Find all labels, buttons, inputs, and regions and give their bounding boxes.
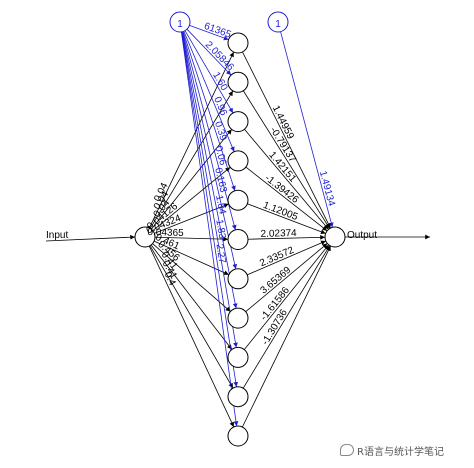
bias-node-label: 1 xyxy=(177,19,183,30)
input-node xyxy=(134,226,156,248)
edge-input-hidden-8 xyxy=(152,243,231,312)
edge-hidden-output-2 xyxy=(242,90,331,229)
edge-bias-hidden-3 xyxy=(184,30,234,114)
network-nodes xyxy=(134,11,346,447)
output-bias-weight-label: 1.49134 xyxy=(317,170,337,208)
edge-input-hidden-4 xyxy=(152,166,231,231)
hidden-node-2 xyxy=(227,71,249,93)
io-arrows xyxy=(45,234,430,242)
edge-hidden-output-4 xyxy=(245,166,328,232)
watermark: R语言与统计学笔记 xyxy=(340,443,444,458)
edge-hidden-output-5 xyxy=(247,203,326,234)
input-weight-label-6: 0.04365 xyxy=(147,227,184,239)
edge-bias-hidden-2 xyxy=(186,28,232,76)
input-arrow xyxy=(45,234,136,242)
hidden-node-11 xyxy=(227,425,249,447)
edge-hidden-output-8 xyxy=(245,243,328,312)
edge-bias-hidden-5 xyxy=(182,31,236,191)
output-node xyxy=(324,226,346,248)
hidden-node-8 xyxy=(227,307,249,329)
edge-hidden-output-11 xyxy=(242,245,331,428)
edge-output-bias xyxy=(280,31,334,228)
input-to-hidden-edges xyxy=(148,51,235,428)
hidden-node-3 xyxy=(227,111,249,133)
bias-weight-label-9: 1.83 xyxy=(213,219,227,240)
watermark-text: R语言与统计学笔记 xyxy=(357,447,444,458)
bias-weight-label-8: 1.84 xyxy=(213,194,228,216)
bias-weight-label-4: 0.96 xyxy=(211,95,229,118)
edge-input-hidden-7 xyxy=(153,240,230,276)
edge-bias-hidden-1 xyxy=(189,25,229,41)
edge-input-hidden-10 xyxy=(149,245,234,389)
output-bias-node-label: 1 xyxy=(275,19,281,30)
output-label: Output xyxy=(347,230,377,241)
hidden-node-4 xyxy=(227,150,249,172)
edge-hidden-output-9 xyxy=(243,244,330,350)
output-weight-label-6: 2.02374 xyxy=(260,228,297,240)
hidden-node-9 xyxy=(227,346,249,368)
hidden-node-5 xyxy=(227,189,249,211)
edge-input-hidden-3 xyxy=(150,129,233,230)
bias-weight-label-7: 0.163 xyxy=(212,167,228,194)
edge-bias-hidden-6 xyxy=(182,31,237,230)
bias-weight-label-6: 0.06 xyxy=(212,145,228,167)
bias-weight-label-3: 1.60 xyxy=(210,70,230,93)
edge-bias-hidden-11 xyxy=(180,31,239,427)
edge-bias-hidden-9 xyxy=(181,31,238,348)
bias-weight-label-10: 2.27 xyxy=(213,243,227,264)
hidden-node-7 xyxy=(227,268,249,290)
edge-hidden-output-6 xyxy=(247,234,326,240)
input-weight-label-11: 0.4 xyxy=(162,270,178,288)
hidden-node-10 xyxy=(227,386,249,408)
hidden-node-1 xyxy=(227,32,249,54)
edge-hidden-output-10 xyxy=(242,245,331,389)
hidden-to-output-edges xyxy=(242,51,331,428)
input-label: Input xyxy=(46,230,68,241)
edge-input-hidden-9 xyxy=(150,244,233,350)
edge-input-hidden-6 xyxy=(154,236,229,242)
bias-weight-label-1: 61365 xyxy=(203,21,233,41)
edge-bias-hidden-8 xyxy=(181,31,238,309)
edge-input-hidden-2 xyxy=(149,90,234,229)
output-weight-label-7: 2.33572 xyxy=(258,245,296,270)
edge-bias-hidden-4 xyxy=(183,31,235,152)
edge-hidden-output-3 xyxy=(244,128,329,230)
edge-input-hidden-1 xyxy=(148,51,235,229)
edge-hidden-output-7 xyxy=(247,240,326,276)
edge-bias-hidden-10 xyxy=(181,31,239,387)
bias-node xyxy=(169,11,191,33)
edge-input-hidden-11 xyxy=(148,245,235,428)
hidden-node-6 xyxy=(227,229,249,250)
bias-weight-label-5: 0.39 xyxy=(212,120,229,142)
edge-hidden-output-1 xyxy=(242,51,331,229)
bias-to-hidden-edges xyxy=(180,25,334,427)
edge-bias-hidden-7 xyxy=(181,31,238,270)
output-bias-node xyxy=(267,11,289,33)
chat-bubble-icon xyxy=(340,444,354,456)
